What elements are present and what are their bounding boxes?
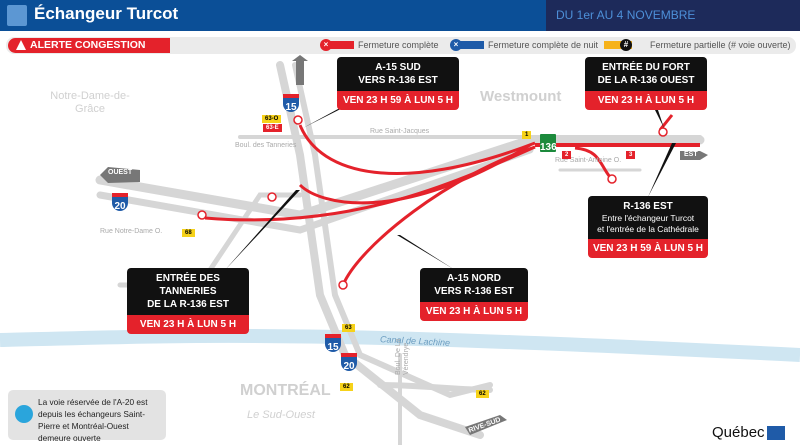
callout-time: VEN 23 H 59 À LUN 5 H xyxy=(588,239,708,258)
callout-time: VEN 23 H À LUN 5 H xyxy=(420,302,528,321)
place-westmount: Westmount xyxy=(480,88,562,105)
est-label: EST xyxy=(684,151,698,158)
callout-title: A-15 SUD xyxy=(375,62,421,73)
legend-full: Fermeture complète xyxy=(358,40,439,50)
nord-arrow xyxy=(292,55,308,85)
ouest-arrow xyxy=(100,167,140,183)
place-montreal: MONTRÉAL xyxy=(240,382,331,399)
exit-badge: 1 xyxy=(522,131,532,139)
alert-label: ALERTE CONGESTION xyxy=(30,39,146,51)
closure-tanneries xyxy=(298,143,531,205)
closure-a15-sud xyxy=(298,124,536,176)
closure-a15-nord xyxy=(341,145,536,286)
callout-title: VERS R-136 EST xyxy=(434,286,514,297)
callout-title: DE LA R-136 EST xyxy=(147,299,229,310)
fleur-de-lys-flag-icon xyxy=(766,426,785,441)
place-sud-ouest: Le Sud-Ouest xyxy=(247,409,315,421)
street-st-antoine: Rue Saint-Antoine O. xyxy=(555,157,622,164)
a15-road xyxy=(276,61,484,439)
street-st-jacques: Rue Saint-Jacques xyxy=(370,128,430,135)
night-x-icon: × xyxy=(450,39,462,51)
callout-time: VEN 23 H À LUN 5 H xyxy=(127,315,249,334)
worker-icon xyxy=(7,5,27,26)
callout-a15-sud: A-15 SUD VERS R-136 EST VEN 23 H 59 À LUN… xyxy=(337,57,459,110)
brand-text: Québec xyxy=(712,424,765,441)
closure-x-icon xyxy=(658,127,668,137)
exit-badge: 63-O xyxy=(262,115,282,123)
street-notre-dame: Rue Notre-Dame O. xyxy=(100,228,163,235)
closure-x-icon xyxy=(197,210,207,220)
quebec-logo: Québec xyxy=(712,424,785,441)
night-closure-swatch xyxy=(456,41,484,49)
rive-sud-arrow xyxy=(465,415,507,435)
canal-lachine xyxy=(0,328,800,362)
exit-badge: 63-E xyxy=(263,124,282,132)
legend-partial: Fermeture partielle (# voie ouverte) xyxy=(650,40,791,50)
date-range: DU 1er AU 4 NOVEMBRE xyxy=(546,0,800,31)
callout-subtitle: et l'entrée de la Cathédrale xyxy=(597,224,699,234)
info-text: La voie réservée de l'A-20 est depuis le… xyxy=(38,397,148,443)
header: Échangeur Turcot DU 1er AU 4 NOVEMBRE xyxy=(0,0,800,31)
callout-title: DE LA R-136 OUEST xyxy=(597,75,695,86)
est-arrow xyxy=(680,151,708,160)
callout-title: ENTRÉE DES TANNERIES xyxy=(156,273,220,297)
closure-st-antoine xyxy=(574,146,612,178)
callout-title: VERS R-136 EST xyxy=(358,75,438,86)
reserved-lane-icon xyxy=(15,405,33,423)
callout-tanneries: ENTRÉE DES TANNERIES DE LA R-136 EST VEN … xyxy=(127,268,249,334)
closure-x-icon xyxy=(607,174,617,184)
closure-x-icon xyxy=(293,115,303,125)
a20-road xyxy=(95,135,705,220)
exit-badge: 62 xyxy=(476,390,489,398)
a20-shield: 20 xyxy=(112,193,128,212)
callout-time: VEN 23 H 59 À LUN 5 H xyxy=(337,91,459,110)
place-ndg: Notre-Dame-de-Grâce xyxy=(50,90,130,115)
exit-badge: 3 xyxy=(626,151,636,159)
reserved-lane-info: La voie réservée de l'A-20 est depuis le… xyxy=(8,390,166,443)
exit-badge: 62 xyxy=(340,383,353,391)
exit-badge: 63 xyxy=(342,324,355,332)
callout-entree-fort: ENTRÉE DU FORT DE LA R-136 OUEST VEN 23 H… xyxy=(585,57,707,110)
closure-x-icon xyxy=(338,280,348,290)
exit-badge: 68 xyxy=(182,229,195,237)
full-closure-swatch xyxy=(326,41,354,49)
a15-shield: 15 xyxy=(283,94,299,113)
page-title: Échangeur Turcot xyxy=(34,4,179,23)
callout-time: VEN 23 H À LUN 5 H xyxy=(585,91,707,110)
callout-a15-nord: A-15 NORD VERS R-136 EST VEN 23 H À LUN 5… xyxy=(420,268,528,321)
callout-title: R-136 EST xyxy=(623,201,673,212)
a20-shield-south: 20 xyxy=(341,353,357,372)
callout-pointer xyxy=(225,190,300,270)
street-tanneries: Boul. des Tanneries xyxy=(235,142,297,149)
callout-pointer xyxy=(648,143,676,197)
closure-x-icon xyxy=(267,192,277,202)
partial-closure-swatch xyxy=(604,41,632,49)
callout-title: A-15 NORD xyxy=(447,273,501,284)
warning-icon xyxy=(16,40,26,50)
closure-x-icon: × xyxy=(320,39,332,51)
callout-subtitle: Entre l'échangeur Turcot xyxy=(601,213,695,223)
callout-pointer xyxy=(397,235,455,270)
a20-road-2 xyxy=(96,146,534,234)
exit-badge: 2 xyxy=(562,151,572,159)
ouest-label: OUEST xyxy=(108,169,133,176)
congestion-alert: ALERTE CONGESTION xyxy=(8,38,170,53)
r136-shield: 136 xyxy=(540,134,557,153)
legend-bar xyxy=(6,37,796,54)
callout-title: ENTRÉE DU FORT xyxy=(602,62,690,73)
partial-lane-icon: # xyxy=(620,39,632,51)
a15-shield-south: 15 xyxy=(325,334,341,353)
legend-night: Fermeture complète de nuit xyxy=(488,40,599,50)
